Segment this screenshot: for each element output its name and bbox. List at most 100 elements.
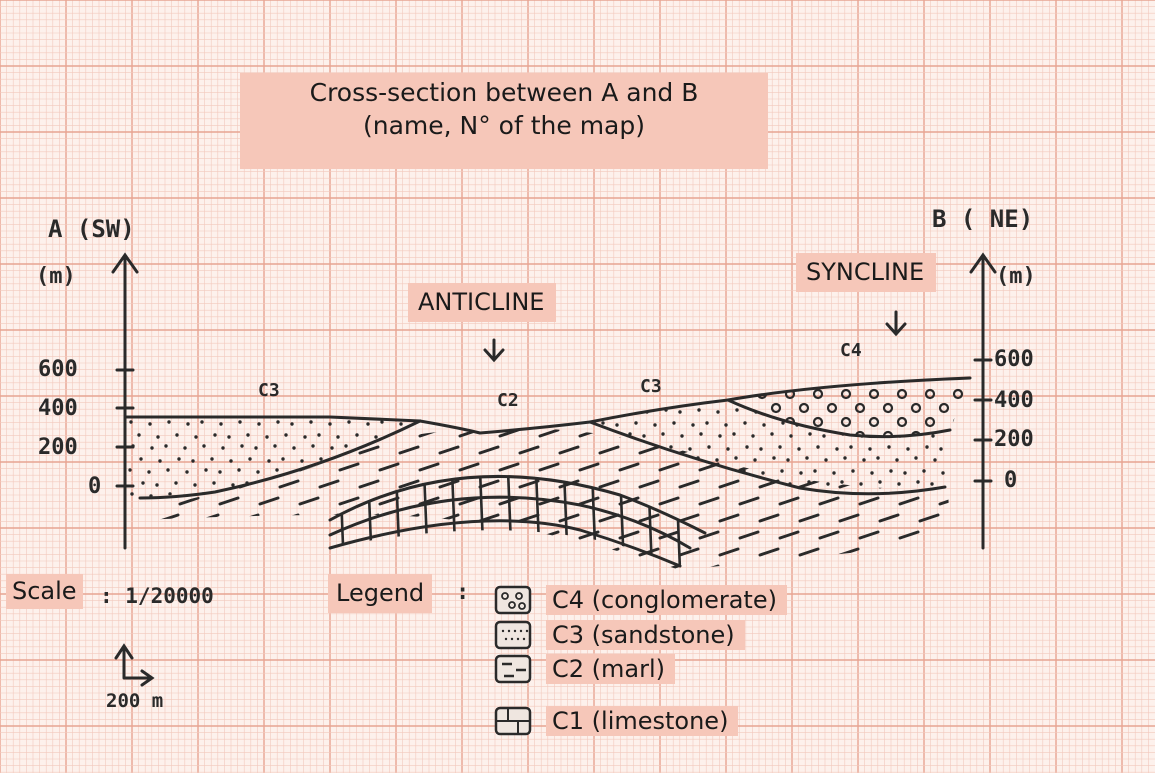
syncline-arrow xyxy=(885,310,907,337)
marl-dash xyxy=(438,479,460,489)
marl-dash xyxy=(318,479,340,489)
legend-item-c3: C3 (sandstone) xyxy=(546,618,745,652)
sandstone-dot xyxy=(186,422,190,426)
marl-dash xyxy=(338,428,360,438)
marl-dash xyxy=(278,479,300,489)
marl-dash xyxy=(778,428,800,438)
sandstone-dot xyxy=(239,492,243,496)
sandstone-dot xyxy=(281,457,285,461)
sandstone-dot xyxy=(607,410,611,414)
marl-dash xyxy=(358,445,380,455)
sandstone-dot xyxy=(724,423,728,427)
legend-c3-dot xyxy=(525,629,529,633)
sandstone-dot xyxy=(177,457,181,461)
marl-dash xyxy=(818,496,840,506)
c3-c2-contact-right xyxy=(588,420,947,496)
sandstone-dot xyxy=(212,481,216,485)
marl-dash xyxy=(418,564,440,570)
sandstone-dot xyxy=(409,459,413,463)
marl-dash xyxy=(438,547,460,557)
marl-dash xyxy=(898,530,920,540)
marl-dash xyxy=(618,496,640,506)
marl-dash xyxy=(418,462,440,472)
marl-dash xyxy=(338,564,360,570)
sandstone-dot xyxy=(419,492,420,496)
layer-label-c4: C4 xyxy=(840,340,862,361)
marl-dash xyxy=(498,564,520,570)
marl-dash xyxy=(758,547,780,557)
legend-c3-dot xyxy=(516,637,520,641)
sandstone-dot xyxy=(877,408,881,412)
marl-dash xyxy=(658,564,680,570)
sandstone-dot xyxy=(204,468,208,472)
marl-dash xyxy=(538,462,560,472)
marl-dash xyxy=(938,564,950,570)
sandstone-dot xyxy=(590,480,593,484)
marl-dash xyxy=(858,496,880,506)
sandstone-dot xyxy=(592,456,596,460)
title-box: Cross-section between A and B (name, N° … xyxy=(240,73,768,169)
marl-dash xyxy=(718,513,740,523)
legend-swatches xyxy=(494,585,532,736)
legend-c3-dot xyxy=(519,629,523,633)
marl-dash xyxy=(158,445,180,455)
marl-dash xyxy=(258,564,280,570)
conglomerate-pebble xyxy=(938,430,950,437)
legend-item-c2: C2 (marl) xyxy=(546,652,676,686)
sandstone-dot xyxy=(284,433,288,437)
sandstone-dot xyxy=(311,444,315,448)
sandstone-dot xyxy=(690,471,694,475)
sandstone-dot xyxy=(330,446,334,450)
sandstone-dot xyxy=(896,410,900,414)
sandstone-dot xyxy=(751,434,755,438)
sandstone-dot xyxy=(606,458,610,462)
sandstone-dot xyxy=(906,447,910,451)
sandstone-dot xyxy=(916,480,920,484)
right-tick-label-200: 200 xyxy=(994,427,1034,452)
sandstone-dot xyxy=(950,432,953,435)
marl-dash xyxy=(938,462,950,472)
sandstone-dot xyxy=(660,480,664,484)
sandstone-dot xyxy=(934,410,938,414)
legend-c3-dot xyxy=(501,629,505,633)
sandstone-dot xyxy=(219,422,223,426)
conglomerate-pebble xyxy=(868,416,880,428)
sandstone-dot xyxy=(246,433,250,437)
sandstone-dot xyxy=(930,482,934,486)
marl-dash xyxy=(698,530,720,540)
sandstone-dot xyxy=(292,446,296,450)
sandstone-dot xyxy=(682,458,686,462)
marl-dash xyxy=(938,496,950,506)
sandstone-dot xyxy=(671,469,675,473)
marl-dash xyxy=(598,513,620,523)
sandstone-dot xyxy=(309,420,313,424)
c3-sandstone-fill xyxy=(128,408,953,498)
sandstone-dot xyxy=(653,423,657,427)
conglomerate-pebble xyxy=(798,430,810,437)
sandstone-dot xyxy=(718,434,722,438)
sandstone-dot xyxy=(691,423,695,427)
legend-c3-dot xyxy=(510,637,514,641)
sandstone-dot xyxy=(335,483,339,487)
marl-dash xyxy=(398,513,420,523)
sandstone-dot xyxy=(158,459,162,463)
sandstone-dot xyxy=(903,471,907,475)
marl-dash xyxy=(238,513,260,523)
sandstone-dot xyxy=(723,471,727,475)
sandstone-dot xyxy=(707,445,711,449)
marl-dash xyxy=(358,479,380,489)
marl-dash xyxy=(178,496,200,506)
sandstone-dot xyxy=(914,456,918,460)
marl-dash xyxy=(678,479,700,489)
sandstone-dot xyxy=(941,471,945,475)
sandstone-dot xyxy=(155,483,159,487)
sandstone-dot xyxy=(275,468,279,472)
marl-dash xyxy=(658,462,680,472)
sandstone-dot xyxy=(706,493,710,494)
left-tick-label-0: 0 xyxy=(88,474,102,499)
marl-dash xyxy=(218,564,240,570)
sandstone-dot xyxy=(939,447,943,451)
sandstone-dot xyxy=(194,435,198,439)
c1-base-contact xyxy=(328,519,682,568)
anticline-arrow xyxy=(483,338,505,363)
